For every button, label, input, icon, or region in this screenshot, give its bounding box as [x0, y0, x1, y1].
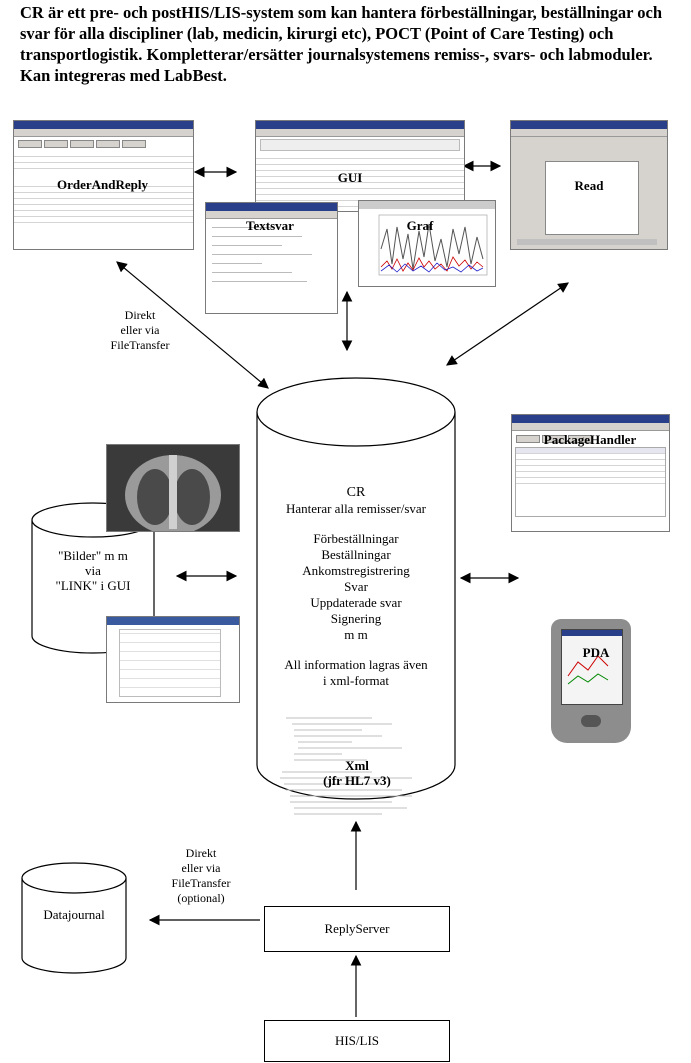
- cr-content: CR Hanterar alla remisser/svar Förbestäl…: [257, 485, 455, 689]
- cr-function: Svar: [344, 579, 368, 594]
- xray-image: [106, 444, 240, 532]
- his-lis-box: HIS/LIS: [264, 1020, 450, 1062]
- order-and-reply-label: OrderAndReply: [57, 177, 148, 192]
- diagram-title: CR är ett pre- och postHIS/LIS-system so…: [20, 3, 663, 85]
- arrow-read-cr: [446, 282, 569, 366]
- xml-label: Xml (jfr HL7 v3): [323, 758, 391, 788]
- connector-label-bottom: Direkt eller via FileTransfer (optional): [171, 846, 231, 905]
- graf-plot: [378, 214, 488, 276]
- cr-subtitle: Hanterar alla remisser/svar: [285, 501, 427, 516]
- textsvar-label: Textsvar: [246, 218, 294, 233]
- package-handler-screenshot: [511, 414, 670, 532]
- xml-snippet-image: [280, 717, 412, 815]
- pda-image: [551, 619, 631, 743]
- cr-function: Förbeställningar: [313, 531, 399, 546]
- cr-cylinder: [256, 377, 456, 800]
- package-handler-label: PackageHandler: [543, 432, 637, 447]
- cr-name: CR: [346, 485, 366, 500]
- arrow-order-cr: [116, 261, 269, 389]
- cr-function: Uppdaterade svar: [310, 595, 402, 610]
- cr-xml-note: All information lagras även: [284, 657, 428, 672]
- bilder-label: "Bilder" m m via "LINK" i GUI: [55, 548, 131, 593]
- cr-function: Beställningar: [321, 547, 391, 562]
- ecg-image: [106, 616, 240, 703]
- cr-function: Signering: [330, 611, 382, 626]
- graf-screenshot: [358, 200, 496, 287]
- pda-label: PDA: [582, 645, 610, 660]
- graf-label: Graf: [406, 218, 434, 233]
- textsvar-screenshot: [205, 202, 338, 314]
- cr-xml-note: i xml-format: [322, 673, 390, 688]
- cr-function: Ankomstregistrering: [302, 563, 410, 578]
- connector-label-top: Direkt eller via FileTransfer: [110, 308, 170, 352]
- datajournal-cylinder: [21, 862, 127, 974]
- order-and-reply-screenshot: [13, 120, 194, 250]
- reply-server-box: ReplyServer: [264, 906, 450, 952]
- datajournal-label: Datajournal: [43, 907, 105, 922]
- cr-function: m m: [344, 627, 368, 642]
- read-screenshot: [510, 120, 668, 250]
- gui-screenshot: [255, 120, 465, 212]
- read-label: Read: [574, 178, 604, 193]
- gui-label: GUI: [337, 170, 363, 185]
